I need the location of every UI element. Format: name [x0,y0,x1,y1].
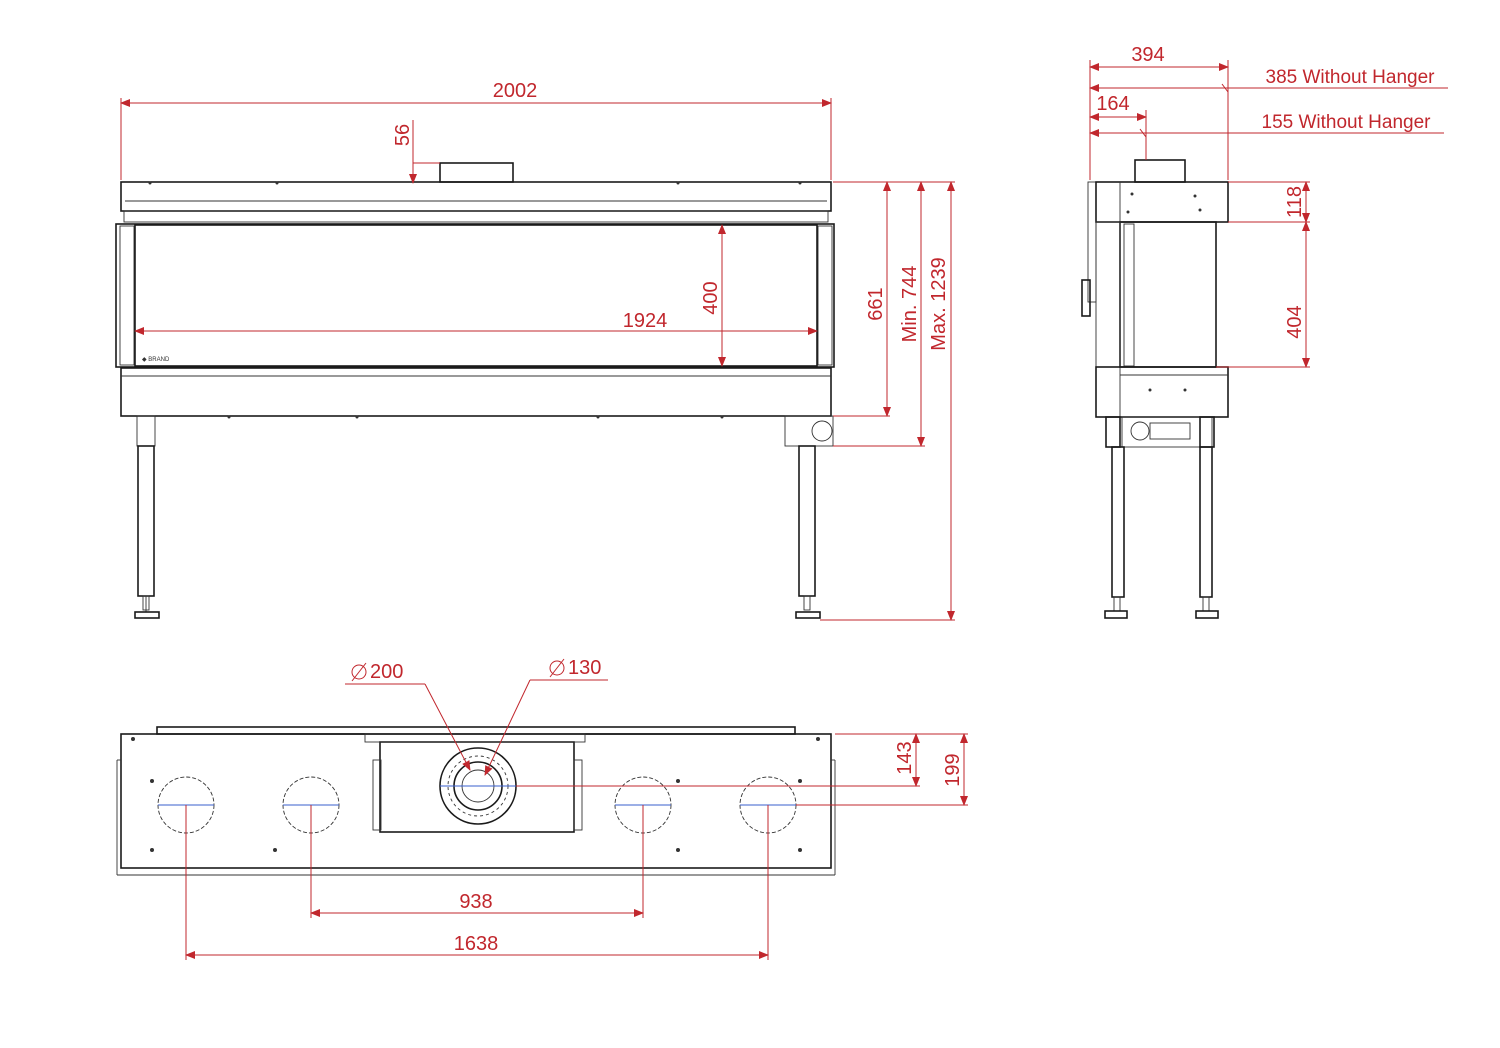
brand-logo: ◆ BRAND [142,357,170,363]
diameter-symbol-200 [351,662,367,682]
dim-top-height: 118 [1284,186,1306,218]
dim-flue-offset: 164 [1096,93,1129,115]
dim-depth-without-hanger: 385 Without Hanger [1266,67,1436,88]
dim-inner-flue-diameter: 130 [568,657,601,679]
dim-flue-depth-outer: 199 [942,753,964,786]
diameter-symbol-130 [549,658,565,678]
dim-hole-spacing-inner: 938 [459,891,492,913]
dim-hole-spacing-outer: 1638 [454,933,499,955]
dim-glass-height: 400 [700,281,722,314]
dim-depth: 394 [1131,44,1164,66]
dim-outer-flue-diameter: 200 [370,661,403,683]
side-view: 394 385 Without Hanger 164 155 Without H… [1081,44,1448,619]
dim-overall-width: 2002 [493,80,538,102]
dim-body-height: 661 [865,287,887,320]
dim-max-height: Max. 1239 [928,257,950,350]
dim-side-glass-height: 404 [1284,305,1306,338]
dim-min-height: Min. 744 [899,266,921,343]
top-view: 200 130 143 199 938 1638 [116,657,968,960]
dim-glass-width: 1924 [623,310,668,332]
dim-top-offset: 56 [392,124,414,146]
dim-flue-offset-without-hanger: 155 Without Hanger [1262,112,1432,133]
dim-flue-depth-inner: 143 [894,741,916,774]
front-view: ◆ BRAND 2002 56 1924 40 [115,80,955,621]
